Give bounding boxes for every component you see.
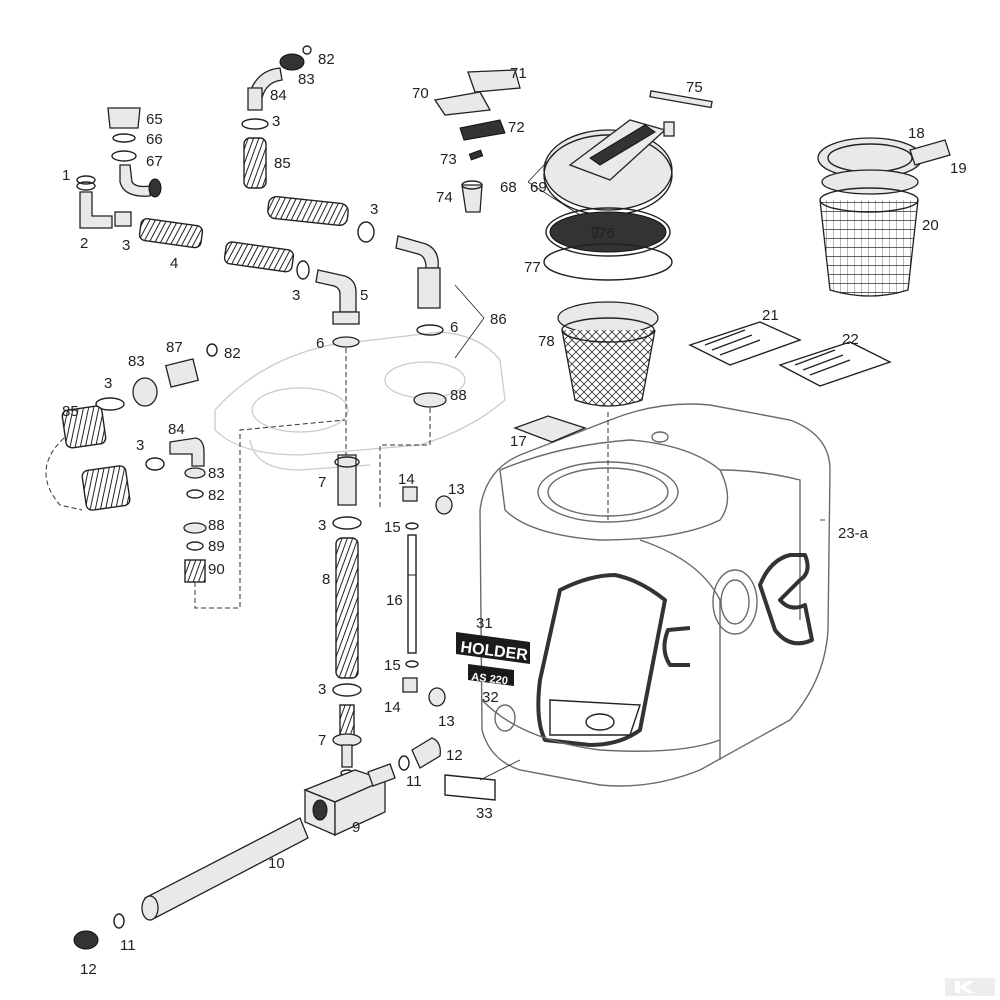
callout-66: 66 [146, 131, 163, 148]
callout-67: 67 [146, 153, 163, 170]
callout-5: 5 [360, 287, 368, 304]
callout-19: 19 [950, 160, 967, 177]
callout-31: 31 [476, 615, 493, 632]
callout-labels: 1 2 3 4 3 5 6 65 66 67 82 83 84 3 85 3 8… [62, 51, 967, 978]
callout-70: 70 [412, 85, 429, 102]
callout-33: 33 [476, 805, 493, 822]
callout-11: 11 [406, 773, 422, 790]
callout-75: 75 [686, 79, 703, 96]
tank-strainer-basket [557, 301, 659, 407]
callout-3: 3 [272, 113, 280, 130]
callout-74: 74 [436, 189, 453, 206]
callout-10: 10 [268, 855, 285, 872]
callout-90: 90 [208, 561, 225, 578]
agitator-hose-group [45, 343, 346, 609]
callout-77: 77 [524, 259, 541, 276]
callout-3: 3 [370, 201, 378, 218]
callout-73: 73 [440, 151, 457, 168]
upper-hose-line [76, 107, 360, 348]
callout-83: 83 [298, 71, 315, 88]
callout-85: 85 [62, 403, 79, 420]
callout-3: 3 [104, 375, 112, 392]
callout-83: 83 [208, 465, 225, 482]
callout-84: 84 [168, 421, 185, 438]
brand-plate-model: AS 220 [471, 671, 509, 687]
callout-7: 7 [318, 474, 326, 491]
callout-3: 3 [292, 287, 300, 304]
callout-76: 76 [598, 225, 615, 242]
callout-15: 15 [384, 657, 401, 674]
callout-14: 14 [398, 471, 415, 488]
callout-6: 6 [450, 319, 458, 336]
suction-line [303, 348, 441, 837]
callout-82: 82 [224, 345, 241, 362]
callout-12: 12 [80, 961, 97, 978]
callout-89: 89 [208, 538, 225, 555]
callout-3: 3 [122, 237, 130, 254]
callout-4: 4 [170, 255, 178, 272]
frame-ghost-outline [214, 331, 506, 471]
callout-14: 14 [384, 699, 401, 716]
spray-tank [479, 403, 831, 787]
callout-13: 13 [448, 481, 465, 498]
callout-8: 8 [322, 571, 330, 588]
callout-3: 3 [318, 517, 326, 534]
callout-65: 65 [146, 111, 163, 128]
lid-small-parts [433, 69, 713, 213]
decals [444, 321, 892, 801]
filling-strainer [817, 137, 951, 297]
tank-lid-assembly [543, 119, 675, 281]
callout-18: 18 [908, 125, 925, 142]
callout-32: 32 [482, 689, 499, 706]
callout-88: 88 [208, 517, 225, 534]
callout-11: 11 [120, 937, 136, 954]
callout-83: 83 [128, 353, 145, 370]
callout-68: 68 [500, 179, 517, 196]
callout-1: 1 [62, 167, 70, 184]
bottom-hose [73, 817, 309, 950]
callout-82: 82 [208, 487, 225, 504]
callout-84: 84 [270, 87, 287, 104]
callout-72: 72 [508, 119, 525, 136]
callout-6: 6 [316, 335, 324, 352]
callout-12: 12 [446, 747, 463, 764]
callout-3: 3 [318, 681, 326, 698]
callout-7: 7 [318, 732, 326, 749]
callout-2: 2 [80, 235, 88, 252]
callout-82: 82 [318, 51, 335, 68]
callout-69: 69 [530, 179, 547, 196]
callout-3: 3 [136, 437, 144, 454]
callout-17: 17 [510, 433, 527, 450]
callout-22: 22 [842, 331, 859, 348]
callout-71: 71 [510, 65, 527, 82]
callout-20: 20 [922, 217, 939, 234]
callout-87: 87 [166, 339, 183, 356]
callout-21: 21 [762, 307, 779, 324]
callout-9: 9 [352, 819, 360, 836]
watermark-logo [945, 978, 995, 996]
brand-plate: HOLDER AS 220 [456, 632, 530, 687]
return-hose-line [241, 45, 447, 408]
callout-85: 85 [274, 155, 291, 172]
callout-13: 13 [438, 713, 455, 730]
callout-23-a: 23-a [838, 525, 869, 542]
callout-15: 15 [384, 519, 401, 536]
leader-lines [454, 149, 825, 781]
callout-78: 78 [538, 333, 555, 350]
callout-86: 86 [490, 311, 507, 328]
callout-88: 88 [450, 387, 467, 404]
level-indicator [402, 486, 453, 707]
callout-16: 16 [386, 592, 403, 609]
